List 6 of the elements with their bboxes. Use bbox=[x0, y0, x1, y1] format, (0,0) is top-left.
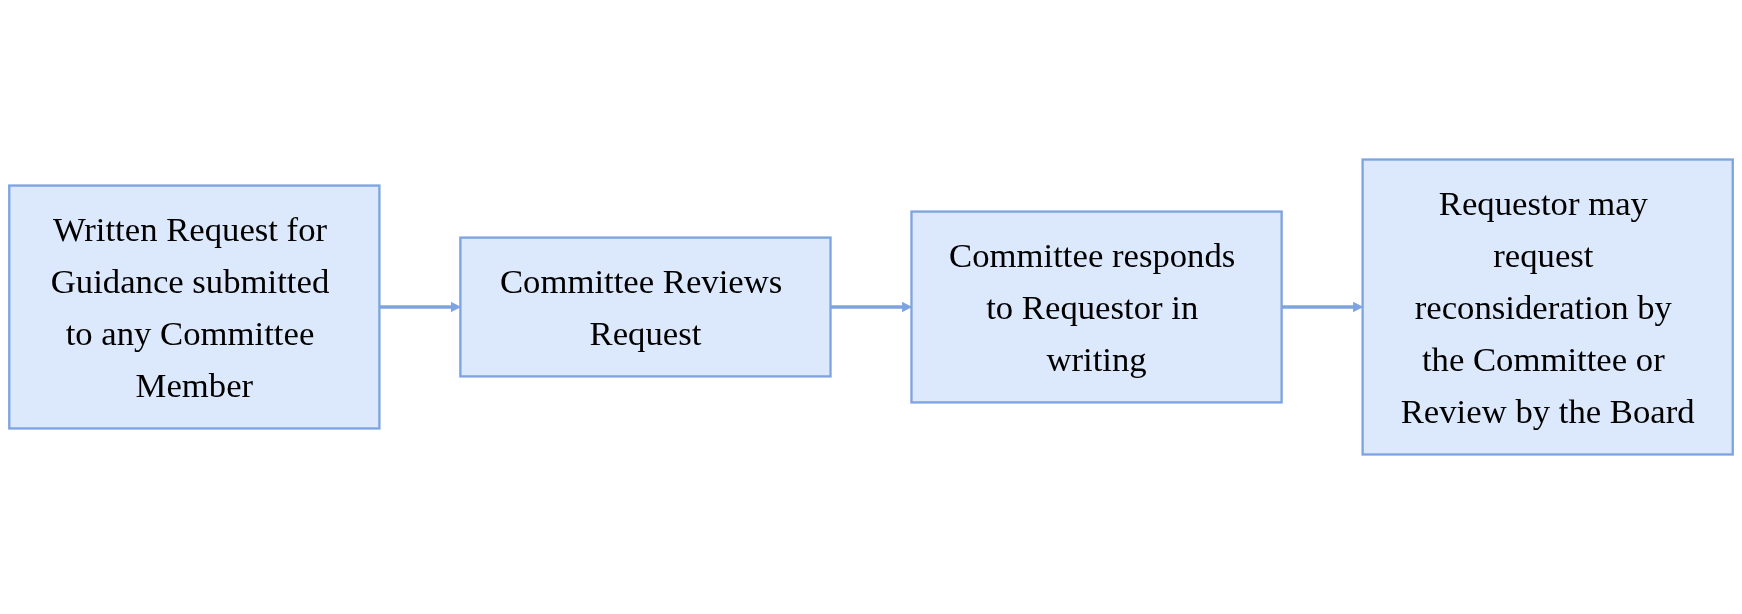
node-box: Requestor may request reconsideration by the Committee or Review by the Board bbox=[1361, 158, 1734, 456]
arrow bbox=[379, 301, 461, 313]
node-box: Written Request for Guidance submitted to any Committee Member bbox=[8, 184, 381, 430]
arrow bbox=[830, 301, 912, 313]
node-box: Committee responds to Requestor in writing bbox=[910, 210, 1283, 404]
node-box: Committee Reviews Request bbox=[459, 236, 832, 378]
